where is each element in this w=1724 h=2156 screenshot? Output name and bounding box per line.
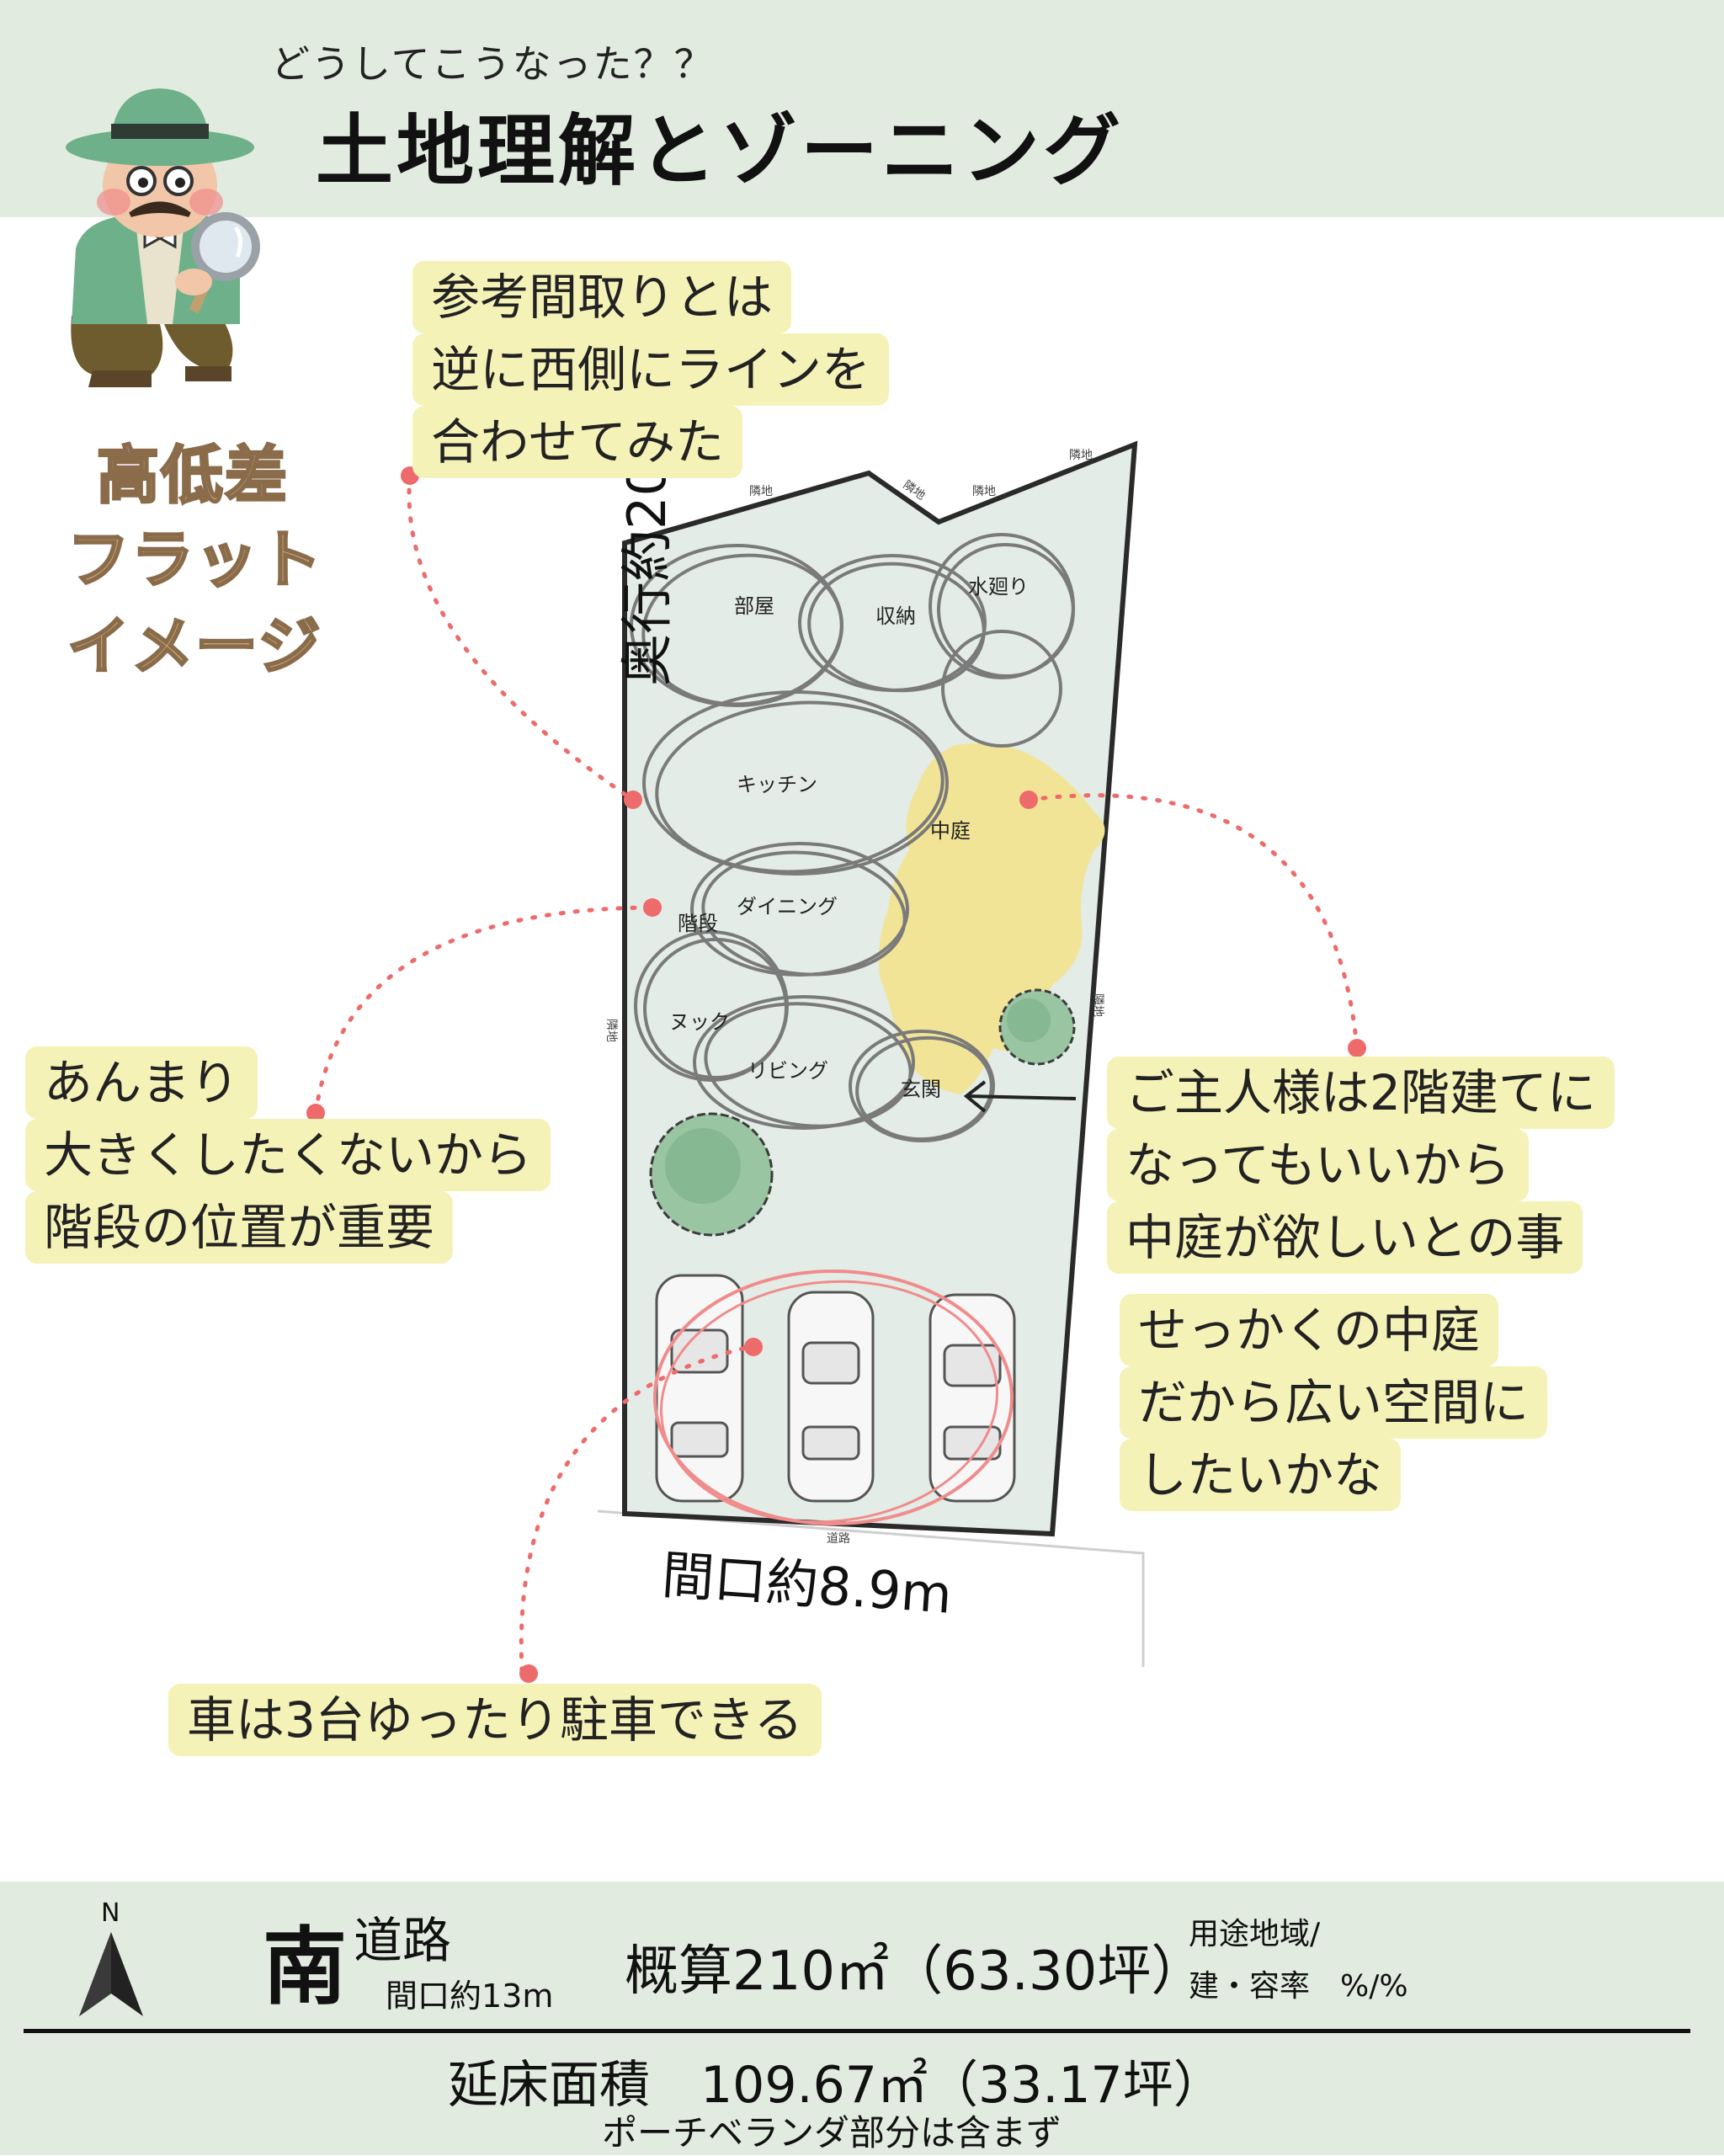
- note-stairs-line1: あんまり: [25, 1046, 258, 1119]
- room-label-living: リビング: [748, 1059, 828, 1083]
- zone-living: [693, 995, 915, 1130]
- zone-entrance-stroke: [855, 1035, 993, 1142]
- connector-dot: [744, 1338, 763, 1356]
- neighbor-label: 隣地: [749, 485, 773, 498]
- room-label-kitchen: キッチン: [737, 773, 817, 796]
- detective-pupil-right: [175, 178, 185, 188]
- zone-dining-stroke: [701, 850, 907, 977]
- room-label-room: 部屋: [734, 594, 774, 618]
- site-area: 概算210㎡（63.30坪）: [625, 1940, 1205, 2003]
- detective-mustache: [129, 201, 191, 217]
- connector-dot: [306, 1104, 325, 1122]
- parking-zone-circle-stroke: [660, 1280, 998, 1524]
- connector-dot: [1348, 1039, 1366, 1057]
- floor-area: 延床面積 109.67㎡（33.17坪）: [448, 2056, 1224, 2115]
- note-reference-plan-line3: 合わせてみた: [412, 406, 743, 478]
- detective-leg-right: [164, 320, 233, 371]
- north-label: N: [101, 1898, 120, 1928]
- site-zoning-diagram: 隣地 隣地 隣地 隣地 隣地 隣地 道路 部屋 収納 水廻り キッチン 中庭 ダ…: [306, 440, 1366, 1683]
- road-frontage: 間口約13m: [386, 1978, 554, 2015]
- detective-cheek-right: [189, 189, 223, 216]
- page-title: 土地理解とゾーニング: [316, 106, 1125, 196]
- connector-stairs: [313, 905, 655, 1115]
- room-label-courtyard: 中庭: [930, 819, 971, 843]
- entrance-arrow-icon: [967, 1094, 1077, 1100]
- zone-kitchen: [642, 690, 949, 876]
- lot-outline: [622, 440, 1138, 1537]
- room-label-nook: ヌック: [669, 1010, 730, 1034]
- room-label-stairs: 階段: [678, 912, 718, 935]
- page-subtitle: どうしてこうなった？？: [271, 41, 715, 87]
- note-reference-plan-line2: 逆に西側にラインを: [412, 333, 890, 406]
- note-owner-wish-line2: なってもいいから: [1107, 1129, 1530, 1201]
- connector-courtyard: [1026, 793, 1360, 1051]
- zone-sketch-circles: [630, 533, 1075, 1142]
- zone-kitchen-stroke: [655, 700, 944, 874]
- detective-pupil-left: [138, 178, 148, 188]
- header-band: [0, 0, 1724, 217]
- note-owner-wish-line1: ご主人様は2階建てに: [1107, 1057, 1615, 1129]
- zoning-label: 用途地域/: [1189, 1917, 1321, 1951]
- zone-living-stroke: [704, 1002, 913, 1128]
- room-label-dining: ダイニング: [737, 895, 838, 918]
- footer-band: [0, 1882, 1724, 2155]
- entrance-arrowhead: [963, 1080, 987, 1113]
- note-owner-wish-line3: 中庭が欲しいとの事: [1107, 1201, 1583, 1274]
- connector-dot: [1019, 791, 1038, 809]
- parking-zone-circle: [653, 1270, 1014, 1525]
- neighbor-label: 隣地: [972, 485, 996, 498]
- car-icon: [787, 1291, 875, 1503]
- detective-shoe-left: [88, 370, 152, 387]
- detective-cheek-left: [97, 189, 130, 216]
- connector-reference: [407, 473, 636, 802]
- note-reference-plan-line1: 参考間取りとは: [412, 261, 792, 333]
- detective-hat-band: [111, 124, 209, 139]
- tree-icon: [998, 988, 1076, 1066]
- road-label: 道路: [827, 1532, 850, 1546]
- detective-character-illustration: [66, 88, 260, 387]
- road-direction: 南: [263, 1918, 347, 2016]
- floor-area-note: ポーチベランダ部分は含まず: [602, 2112, 1062, 2153]
- zone-room-stroke: [641, 553, 843, 706]
- footer-divider: [24, 2029, 1690, 2033]
- north-arrow-icon: [79, 1932, 143, 2016]
- room-label-storage: 収納: [875, 604, 916, 628]
- detective-hand: [175, 269, 212, 295]
- detective-legs: [71, 316, 163, 375]
- tree-icon: [649, 1112, 774, 1237]
- note-parking: 車は3台ゆったり駐車できる: [168, 1684, 822, 1756]
- side-label-height-difference: 高低差: [96, 439, 289, 514]
- zone-water-lower: [941, 630, 1062, 748]
- magnifier-glare: [233, 226, 242, 258]
- connector-dot: [519, 1664, 538, 1683]
- note-courtyard-line3: したいかな: [1120, 1439, 1402, 1511]
- zone-nook-stroke: [643, 937, 788, 1080]
- side-label-flat: フラット: [67, 523, 323, 598]
- note-courtyard-line1: せっかくの中庭: [1120, 1294, 1499, 1366]
- road-word: 道路: [354, 1912, 452, 1969]
- coverage-ratio-label: 建・容率 %/%: [1189, 1969, 1408, 2004]
- neighbor-label: 隣地: [1069, 449, 1093, 462]
- car-icon: [929, 1293, 1016, 1503]
- magnifier-icon: [191, 212, 260, 281]
- note-stairs-line3: 階段の位置が重要: [25, 1191, 454, 1264]
- car-icon: [655, 1274, 744, 1503]
- side-label-image: イメージ: [67, 610, 322, 684]
- connector-dot: [624, 791, 642, 809]
- room-label-water: 水廻り: [968, 575, 1029, 599]
- connector-dot: [643, 898, 662, 917]
- note-stairs-line2: 大きくしたくないから: [25, 1119, 551, 1191]
- courtyard-zone: [878, 743, 1105, 1094]
- note-courtyard-line2: だから広い空間に: [1120, 1366, 1548, 1439]
- neighbor-label: 隣地: [1091, 993, 1104, 1017]
- neighbor-label: 隣地: [604, 1019, 618, 1042]
- road-edge-line: [597, 1509, 1145, 1667]
- zone-water-stroke: [937, 542, 1075, 679]
- room-label-entrance: 玄関: [901, 1078, 941, 1101]
- connector-parking: [519, 1343, 760, 1674]
- detective-shoe-right: [185, 366, 231, 381]
